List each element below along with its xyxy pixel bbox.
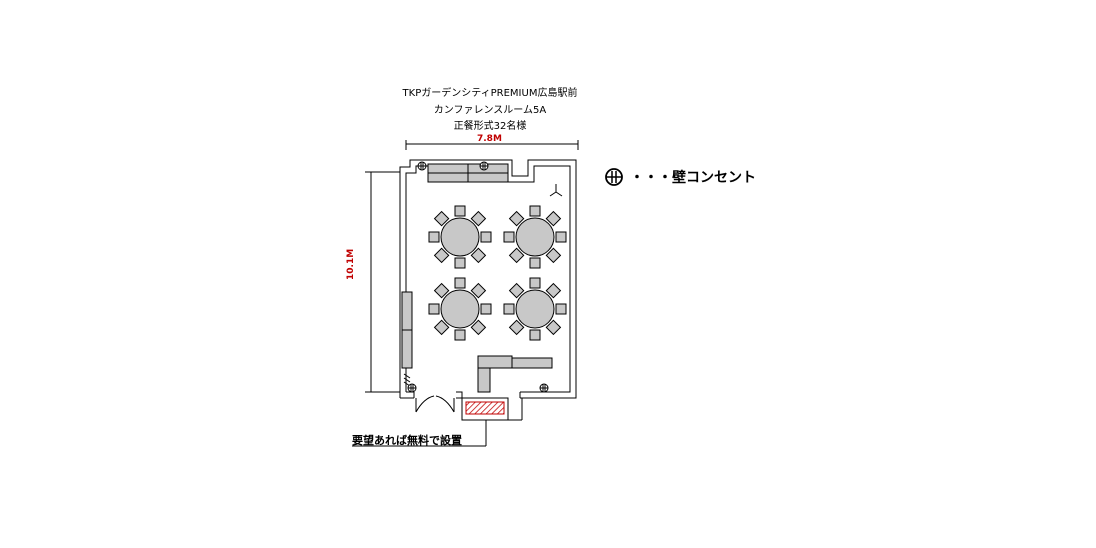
chair — [470, 282, 487, 299]
chair — [433, 282, 450, 299]
venue-title: TKPガーデンシティPREMIUM広島駅前 — [402, 88, 578, 99]
chair — [433, 319, 450, 336]
round-table — [503, 277, 567, 341]
note-label: 要望あれば無料で設置 — [352, 434, 462, 447]
chair — [529, 257, 541, 269]
chair — [555, 303, 567, 315]
chair — [433, 210, 450, 227]
layout-description: 正餐形式32名様 — [453, 121, 527, 132]
chair — [529, 205, 541, 217]
chair — [454, 329, 466, 341]
room-name: カンファレンスルーム5A — [433, 105, 547, 116]
chair — [545, 210, 562, 227]
table-top — [515, 289, 555, 329]
wall-outlet-icon — [479, 161, 489, 171]
legend: ・・・壁コンセント — [604, 167, 756, 187]
legend-label: ・・・壁コンセント — [630, 170, 756, 186]
width-dimension-line — [405, 140, 579, 150]
wall-outlet-icon — [417, 161, 427, 171]
table-top — [440, 217, 480, 257]
chair — [555, 231, 567, 243]
chair — [529, 277, 541, 289]
chair — [454, 205, 466, 217]
table-top — [515, 217, 555, 257]
wall-outlet-icon — [539, 383, 549, 393]
chair — [480, 231, 492, 243]
chair — [428, 303, 440, 315]
chair — [470, 319, 487, 336]
chair — [428, 231, 440, 243]
round-table — [428, 205, 492, 269]
chair — [529, 329, 541, 341]
chair — [545, 319, 562, 336]
wall-outlet-icon — [407, 383, 417, 393]
chair — [508, 247, 525, 264]
l-shaped-counter — [477, 355, 553, 393]
side-counter — [401, 291, 413, 369]
chair — [508, 210, 525, 227]
chair — [433, 247, 450, 264]
table-top — [440, 289, 480, 329]
chair — [508, 319, 525, 336]
optional-setup-area — [461, 397, 523, 421]
round-table — [503, 205, 567, 269]
note-leader — [352, 420, 487, 447]
chair — [480, 303, 492, 315]
chair — [545, 247, 562, 264]
top-counter — [427, 163, 509, 183]
chair — [454, 277, 466, 289]
projector-icon — [549, 184, 563, 197]
wall-outlet-icon — [605, 168, 623, 186]
round-tables — [428, 205, 567, 341]
chair — [545, 282, 562, 299]
chair — [503, 303, 515, 315]
width-dimension-label: 7.8M — [477, 134, 502, 144]
chair — [454, 257, 466, 269]
entrance-door — [415, 395, 455, 413]
round-table — [428, 277, 492, 341]
chair — [470, 247, 487, 264]
chair — [503, 231, 515, 243]
chair — [508, 282, 525, 299]
height-dimension-line — [365, 171, 400, 393]
small-fixture — [403, 373, 411, 387]
chair — [470, 210, 487, 227]
